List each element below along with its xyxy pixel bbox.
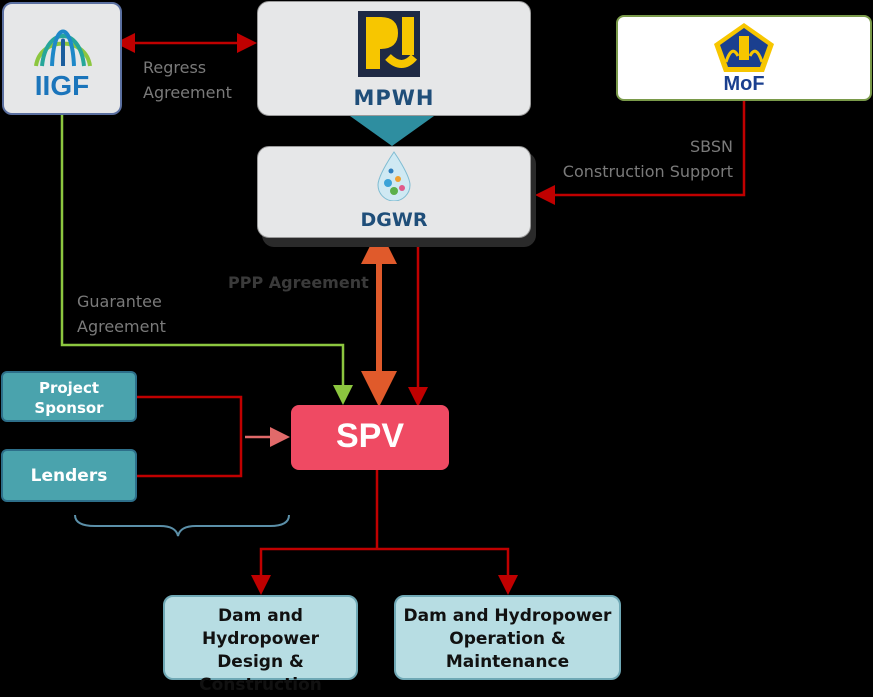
lenders-label: Lenders: [30, 466, 108, 486]
iigf-logo-icon: [34, 29, 92, 67]
mpwh-node: MPWH: [257, 1, 531, 116]
guarantee-label: Guarantee Agreement: [77, 289, 166, 339]
sbsn-label: SBSN Construction Support: [563, 134, 733, 184]
guarantee-arrow: [60, 115, 353, 405]
lenders-node: Lenders: [1, 449, 137, 502]
sponsor-line: [137, 395, 243, 478]
project-sponsor-node: Project Sponsor: [1, 371, 137, 422]
operation-maintenance-node: Dam and Hydropower Operation & Maintenan…: [394, 595, 621, 680]
regress-label-line1: Regress: [143, 58, 207, 77]
split-left-arrow: [251, 547, 377, 595]
split-right-arrow: [377, 547, 518, 595]
mpwh-dgwr-connector: [350, 116, 434, 146]
regress-label: Regress Agreement: [143, 55, 232, 105]
mof-node: MoF: [616, 15, 872, 101]
iigf-label: IIGF: [34, 70, 90, 101]
spv-node: SPV: [291, 405, 449, 470]
water-drop-icon: [377, 151, 411, 201]
design-construction-node: Dam and Hydropower Design & Construction: [163, 595, 358, 695]
connectors: [60, 33, 746, 595]
regress-label-line2: Agreement: [143, 83, 232, 102]
mof-label: MoF: [723, 73, 765, 95]
spv-label: SPV: [335, 417, 405, 455]
curly-brace: [74, 514, 290, 537]
mpwh-logo-icon: [358, 11, 420, 77]
sbsn-label-line2: Construction Support: [562, 162, 733, 181]
iigf-node: IIGF: [2, 2, 122, 115]
dgwr-node: DGWR: [257, 146, 531, 238]
sbsn-arrow: [535, 101, 746, 205]
guarantee-label-line2: Agreement: [77, 317, 166, 336]
mof-emblem-icon: [714, 23, 774, 72]
mpwh-label: MPWH: [353, 86, 435, 110]
design-construction-label: Dam and Hydropower Design & Construction: [199, 606, 322, 695]
dgwr-label: DGWR: [360, 209, 428, 231]
guarantee-label-line1: Guarantee: [77, 292, 162, 311]
operation-maintenance-label: Dam and Hydropower Operation & Maintenan…: [403, 606, 612, 672]
project-sponsor-label: Project Sponsor: [34, 379, 104, 417]
ppp-label: PPP Agreement: [228, 273, 369, 292]
sbsn-label-line1: SBSN: [690, 137, 733, 156]
